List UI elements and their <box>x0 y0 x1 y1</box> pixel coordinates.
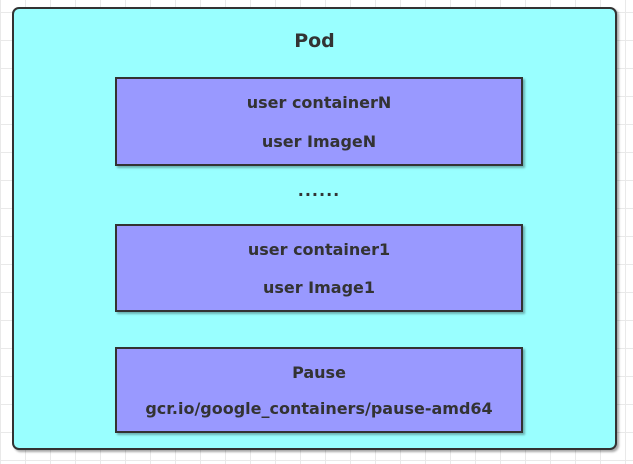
container-box-user-1: user container1 user Image1 <box>115 224 523 312</box>
container-image-label: user ImageN <box>261 132 377 151</box>
container-image-label: user Image1 <box>262 278 376 297</box>
pod-title: Pod <box>294 30 335 52</box>
container-box-user-n: user containerN user ImageN <box>115 77 523 166</box>
container-image-label: gcr.io/google_containers/pause-amd64 <box>145 399 493 418</box>
pod-box: Pod user containerN user ImageN ...... u… <box>12 7 617 450</box>
container-box-pause: Pause gcr.io/google_containers/pause-amd… <box>115 347 523 433</box>
container-name-label: user container1 <box>247 240 391 259</box>
ellipsis-label: ...... <box>297 181 341 200</box>
container-name-label: user containerN <box>246 93 392 112</box>
container-name-label: Pause <box>292 363 346 382</box>
